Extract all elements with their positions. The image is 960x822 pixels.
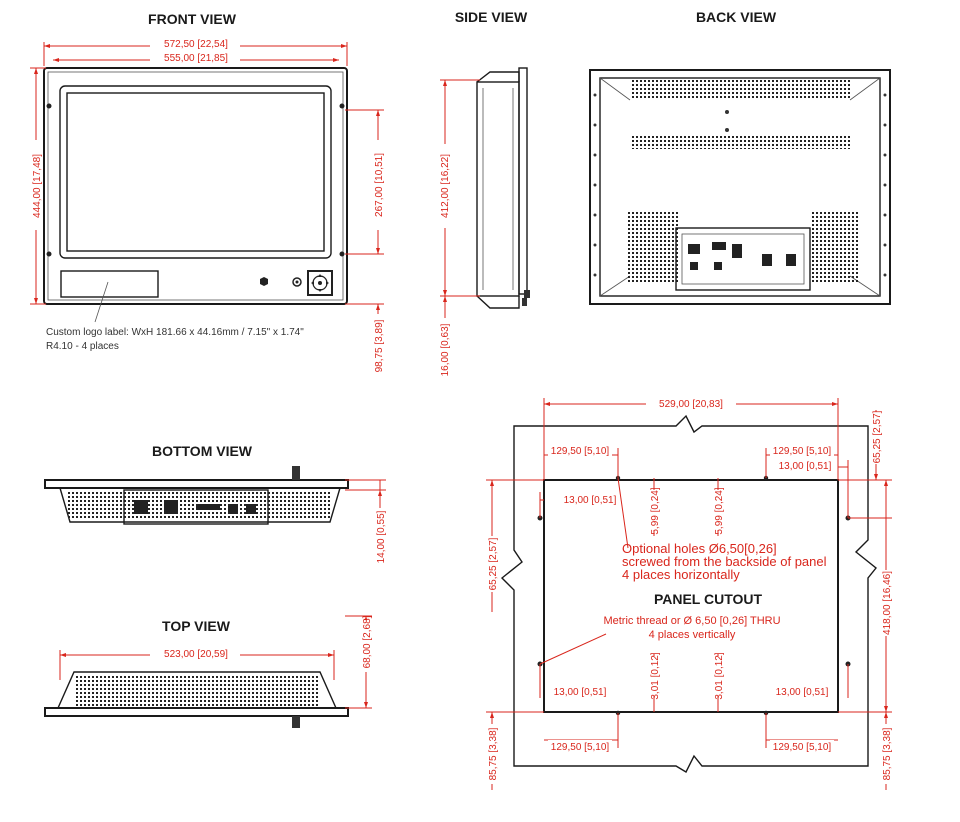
- cutout-hole-depth-4-label: 3,01 [0,12]: [714, 652, 725, 699]
- back-view: [589, 69, 891, 305]
- optional-holes-line1: Optional holes Ø6,50[0,26]: [622, 541, 777, 556]
- optional-holes-line2: screwed from the backside of panel: [622, 554, 827, 569]
- cutout-left-margin-label: 65,25 [2,57]: [488, 537, 499, 590]
- cutout-edge-offset-tl-label: 13,00 [0,51]: [564, 495, 617, 506]
- cutout-hole-depth-2-label: 5,99 [0,24]: [714, 487, 725, 534]
- cutout-top-right-hole-label: 129,50 [5,10]: [773, 446, 832, 457]
- back-view-title: BACK VIEW: [696, 9, 777, 25]
- cutout-height-label: 418,00 [16,46]: [882, 571, 893, 635]
- front-height-label: 444,00 [17,48]: [32, 154, 43, 218]
- side-height-label: 412,00 [16,22]: [440, 154, 451, 218]
- metric-thread-line2: 4 places vertically: [649, 629, 736, 641]
- bottom-depth-label: 14,00 [0,55]: [376, 510, 387, 563]
- side-view: 412,00 [16,22] 16,00 [0,63]: [438, 67, 530, 378]
- cutout-top-margin-label: 65,25 [2,57]: [872, 410, 883, 463]
- front-bottom-offset-label: 98,75 [3,89]: [374, 319, 385, 372]
- cutout-bottom-right-hole-label: 129,50 [5,10]: [773, 742, 832, 753]
- front-width-inner-label: 555,00 [21,85]: [164, 53, 228, 64]
- side-view-title: SIDE VIEW: [455, 9, 528, 25]
- bottom-view: 14,00 [0,55]: [44, 466, 387, 568]
- cutout-edge-offset-bl-label: 13,00 [0,51]: [554, 687, 607, 698]
- cutout-bottom-left-hole-label: 129,50 [5,10]: [551, 742, 610, 753]
- front-width-outer-label: 572,50 [22,54]: [164, 39, 228, 50]
- cutout-edge-offset-br-label: 13,00 [0,51]: [776, 687, 829, 698]
- panel-cutout: 529,00 [20,83] 129,50 [5,10] 129,50 [5,1…: [486, 397, 893, 790]
- front-hole-spacing-label: 267,00 [10,51]: [374, 153, 385, 217]
- top-depth-label: 68,00 [2,68]: [362, 615, 373, 668]
- front-view-title: FRONT VIEW: [148, 11, 237, 27]
- metric-thread-line1: Metric thread or Ø 6,50 [0,26] THRU: [603, 615, 780, 627]
- optional-holes-line3: 4 places horizontally: [622, 567, 740, 582]
- top-width-label: 523,00 [20,59]: [164, 649, 228, 660]
- top-view: 523,00 [20,59] 68,00 [2,68]: [44, 615, 373, 728]
- cutout-bottom-right-margin-label: 85,75 [3,38]: [882, 727, 893, 780]
- front-view: 572,50 [22,54] 555,00 [21,85] Custom log…: [30, 38, 385, 378]
- cutout-top-left-hole-label: 129,50 [5,10]: [551, 446, 610, 457]
- side-offset-label: 16,00 [0,63]: [440, 323, 451, 376]
- cutout-hole-depth-1-label: 5,99 [0,24]: [650, 487, 661, 534]
- logo-note-line2: R4.10 - 4 places: [46, 341, 119, 352]
- panel-cutout-title: PANEL CUTOUT: [654, 591, 763, 607]
- cutout-edge-offset-tr-label: 13,00 [0,51]: [779, 461, 832, 472]
- cutout-bottom-left-margin-label: 85,75 [3,38]: [488, 727, 499, 780]
- bottom-view-title: BOTTOM VIEW: [152, 443, 253, 459]
- top-view-title: TOP VIEW: [162, 618, 231, 634]
- cutout-width-label: 529,00 [20,83]: [659, 399, 723, 410]
- cutout-hole-depth-3-label: 3,01 [0,12]: [650, 652, 661, 699]
- logo-note-line1: Custom logo label: WxH 181.66 x 44.16mm …: [46, 327, 304, 338]
